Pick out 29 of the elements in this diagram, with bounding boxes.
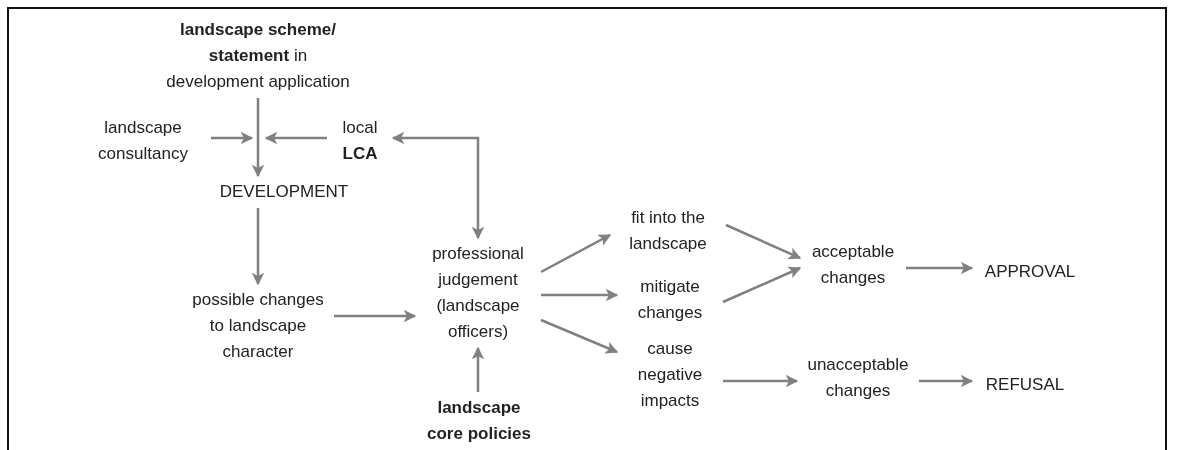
node-text: cause negative impacts bbox=[636, 338, 704, 412]
arrow bbox=[723, 374, 799, 388]
arrow bbox=[541, 288, 619, 302]
arrow bbox=[391, 131, 485, 240]
node-text: REFUSAL bbox=[984, 374, 1066, 396]
arrow bbox=[725, 223, 802, 260]
node-text: mitigate changes bbox=[636, 276, 704, 324]
arrow bbox=[906, 261, 974, 275]
arrow bbox=[722, 266, 802, 304]
node-text: acceptable changes bbox=[810, 241, 896, 289]
node-text: professional judgement (landscape officers) bbox=[431, 243, 525, 343]
arrow bbox=[251, 208, 265, 286]
node-text: fit into the landscape bbox=[628, 207, 708, 255]
node-text: DEVELOPMENT bbox=[218, 181, 350, 203]
arrow bbox=[264, 131, 327, 145]
arrow bbox=[251, 98, 265, 178]
node-text: landscape consultancy bbox=[97, 117, 189, 165]
node-text: local LCA bbox=[341, 117, 379, 165]
node-text: landscape core policies bbox=[426, 397, 532, 445]
arrow bbox=[471, 346, 485, 392]
node-text: APPROVAL bbox=[983, 261, 1077, 283]
arrow bbox=[540, 318, 619, 354]
arrow bbox=[211, 131, 254, 145]
node-text: possible changes to landscape character bbox=[191, 289, 325, 363]
arrow bbox=[334, 309, 417, 323]
node-text: landscape scheme/ statement in development application bbox=[165, 19, 351, 93]
arrow bbox=[540, 233, 612, 274]
arrow bbox=[919, 374, 974, 388]
node-text: unacceptable changes bbox=[806, 354, 910, 402]
